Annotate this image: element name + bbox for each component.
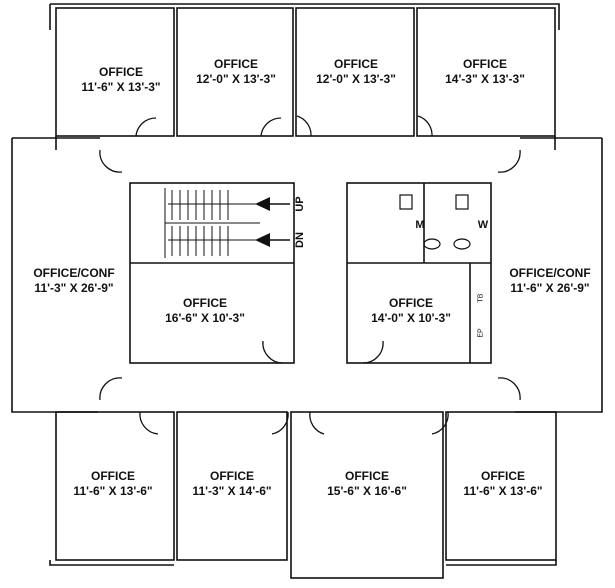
restroom-men-label: M (415, 219, 425, 231)
room-name: OFFICE (90, 469, 135, 483)
room-name: OFFICE (98, 65, 143, 79)
up-arrow-icon (255, 197, 270, 211)
room-size: 11'-6" X 26'-9" (510, 281, 590, 295)
top-office-4-wall (416, 7, 556, 137)
restroom-block-wall (346, 182, 492, 364)
room-size: 14'-0" X 10'-3" (371, 311, 451, 325)
room-name: OFFICE/CONF (509, 266, 591, 280)
closet-tb-label: TB (477, 293, 485, 303)
down-arrow-icon (255, 233, 270, 247)
bottom-office-4-wall (445, 411, 557, 561)
top-outer-wall (49, 3, 560, 30)
room-size: 12'-0" X 13'-3" (196, 72, 276, 86)
room-size: 15'-6" X 16'-6" (327, 484, 407, 498)
room-size: 11'-3" X 14'-6" (192, 484, 272, 498)
room-name: OFFICE (462, 57, 507, 71)
stair-block-wall (129, 182, 295, 364)
room-top-3: OFFICE 12'-0" X 13'-3" (316, 57, 396, 87)
room-size: 11'-6" X 13'-3" (81, 80, 161, 94)
room-bottom-3: OFFICE 15'-6" X 16'-6" (327, 469, 407, 499)
room-bottom-4: OFFICE 11'-6" X 13'-6" (463, 469, 542, 499)
top-office-1-wall (55, 7, 175, 137)
restroom-women-label: W (477, 219, 489, 231)
top-office-2-wall (176, 7, 294, 137)
stair-down-label: DN (294, 232, 306, 248)
room-name: OFFICE (333, 57, 378, 71)
room-size: 14'-3" X 13'-3" (445, 72, 525, 86)
top-office-3-wall (295, 7, 415, 137)
room-name: OFFICE (182, 296, 227, 310)
room-name: OFFICE/CONF (33, 266, 115, 280)
room-top-2: OFFICE 12'-0" X 13'-3" (196, 57, 276, 87)
stair-up-label: UP (294, 196, 306, 212)
room-top-4: OFFICE 14'-3" X 13'-3" (445, 57, 525, 87)
room-bottom-2: OFFICE 11'-3" X 14'-6" (192, 469, 271, 499)
room-size: 11'-6" X 13'-6" (73, 484, 153, 498)
room-size: 11'-6" X 13'-6" (463, 484, 543, 498)
room-left-conf: OFFICE/CONF 11'-3" X 26'-9" (33, 266, 114, 296)
bottom-office-3-wall (290, 411, 444, 579)
bottom-office-1-wall (55, 411, 175, 561)
room-name: OFFICE (344, 469, 389, 483)
room-size: 11'-3" X 26'-9" (34, 281, 114, 295)
room-right-conf: OFFICE/CONF 11'-6" X 26'-9" (509, 266, 590, 296)
room-name: OFFICE (388, 296, 433, 310)
room-name: OFFICE (213, 57, 258, 71)
bottom-outer-wall (49, 560, 557, 566)
closet-ep-label: EP (477, 328, 485, 338)
bottom-office-2-wall (176, 411, 288, 561)
room-center-left: OFFICE 16'-6" X 10'-3" (165, 296, 245, 326)
room-center-right: OFFICE 14'-0" X 10'-3" (371, 296, 451, 326)
room-name: OFFICE (480, 469, 525, 483)
room-name: OFFICE (209, 469, 254, 483)
room-size: 16'-6" X 10'-3" (165, 311, 245, 325)
room-size: 12'-0" X 13'-3" (316, 72, 396, 86)
room-bottom-1: OFFICE 11'-6" X 13'-6" (73, 469, 152, 499)
room-top-1: OFFICE 11'-6" X 13'-3" (81, 65, 160, 95)
